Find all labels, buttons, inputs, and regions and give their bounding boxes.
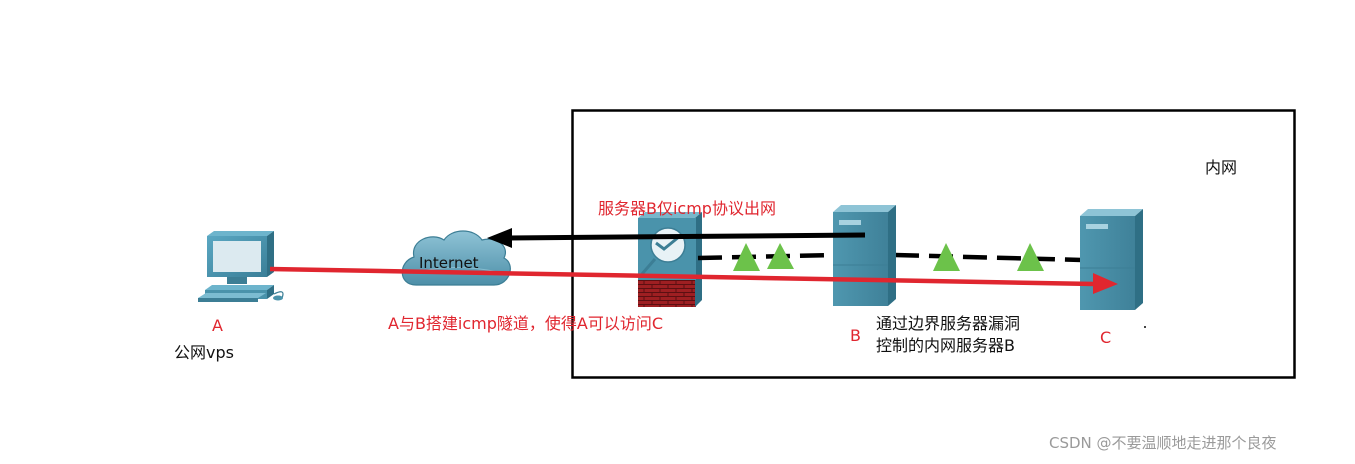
icmp-outbound-arrow [487,228,866,248]
intranet-boundary-box [571,109,1296,379]
dot-mark [1144,326,1146,328]
triangle-marker [767,243,794,269]
node-a-label: A [212,316,223,335]
watermark: CSDN @不要温顺地走进那个良夜 [1049,434,1277,452]
intranet-label: 内网 [1205,158,1238,177]
node-b-label: B [850,326,861,345]
server-b-description-line2: 控制的内网服务器B [876,336,1015,355]
triangle-marker [933,243,960,271]
triangle-marker [733,243,760,271]
tunnel-description: A与B搭建icmp隧道，使得A可以访问C [388,314,664,333]
internet-label: Internet [419,254,479,272]
firewall-icon [638,212,702,307]
dashed-link-b-c [894,252,1083,263]
server-b-description-line1: 通过边界服务器漏洞 [876,314,1021,333]
computer-monitor-icon [198,231,284,302]
server-icmp-only-label: 服务器B仅icmp协议出网 [598,199,776,218]
triangle-marker [1017,243,1044,271]
server-tower-icon [833,205,896,306]
icmp-tunnel-arrow [269,266,1118,294]
node-c-label: C [1100,328,1112,347]
server-tower-icon [1080,209,1143,310]
icmp-packet-markers [733,243,1044,271]
public-vps-label: 公网vps [174,343,234,362]
dashed-link-firewall-b [697,252,834,261]
